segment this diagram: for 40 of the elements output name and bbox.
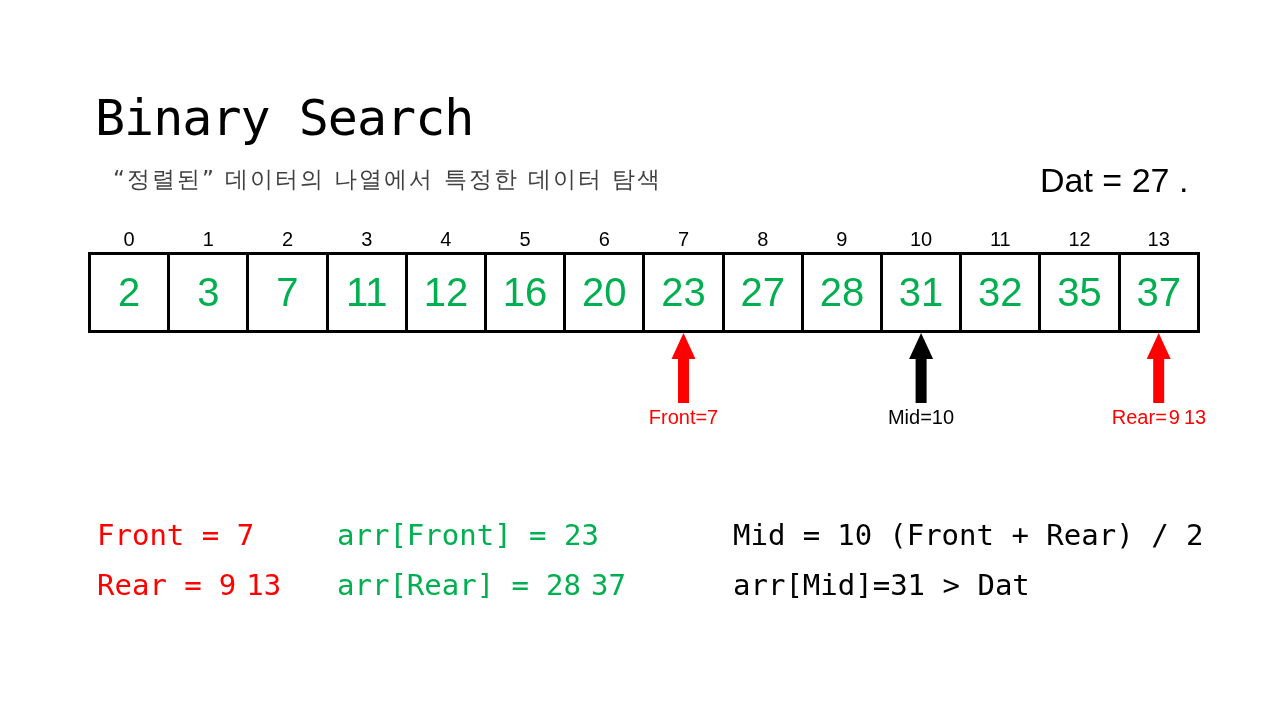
index-label: 10 bbox=[909, 227, 933, 251]
array-cell: 23 bbox=[642, 252, 725, 333]
index-label: 11 bbox=[989, 227, 1011, 251]
index-label: 5 bbox=[519, 227, 531, 251]
pointer-label: Front=7 bbox=[648, 405, 719, 429]
index-label: 3 bbox=[361, 227, 373, 251]
index-label: 8 bbox=[757, 227, 769, 251]
slide-title: Binary Search bbox=[95, 88, 474, 148]
index-label: 13 bbox=[1147, 227, 1170, 251]
code-text: arr[Front] = 23 bbox=[337, 517, 599, 553]
code-text: Rear = bbox=[97, 567, 202, 603]
code-text: 37 bbox=[591, 567, 626, 603]
code-text: (Front + Rear) / 2 bbox=[889, 517, 1204, 553]
subtitle-text: “정렬된” 데이터의 나열에서 특정한 데이터 탐색 bbox=[113, 166, 663, 194]
pointer-label: 9 bbox=[1168, 405, 1180, 429]
code-text: 9 bbox=[218, 567, 237, 603]
code-text: arr[Rear] = bbox=[337, 567, 530, 603]
code-text: 10 bbox=[837, 517, 873, 553]
index-label: 6 bbox=[598, 227, 610, 251]
code-text: Front = 7 bbox=[97, 517, 255, 553]
pointer-label: Mid=10 bbox=[887, 405, 955, 429]
index-label: 2 bbox=[281, 227, 294, 251]
code-text: 13 bbox=[246, 567, 282, 603]
code-text: arr[Mid]=31 > Dat bbox=[733, 567, 1030, 603]
pointer-arrow bbox=[671, 333, 696, 403]
target-value-label: Dat = 27 . bbox=[1040, 159, 1189, 201]
array-cell: 7 bbox=[246, 252, 329, 333]
index-label: 9 bbox=[836, 227, 848, 251]
code-text: 28 bbox=[546, 567, 581, 603]
pointer-arrow bbox=[909, 333, 934, 403]
array-cell: 35 bbox=[1038, 252, 1121, 333]
index-label: 4 bbox=[440, 227, 452, 251]
index-label: 12 bbox=[1068, 227, 1091, 251]
pointer-label: Rear= bbox=[1111, 405, 1167, 429]
code-text: Mid = bbox=[733, 517, 821, 553]
pointer-arrow bbox=[1146, 333, 1171, 403]
pointer-label: 13 bbox=[1183, 405, 1207, 429]
index-label: 7 bbox=[677, 227, 690, 251]
index-label: 0 bbox=[123, 227, 135, 251]
index-label: 1 bbox=[202, 227, 214, 251]
